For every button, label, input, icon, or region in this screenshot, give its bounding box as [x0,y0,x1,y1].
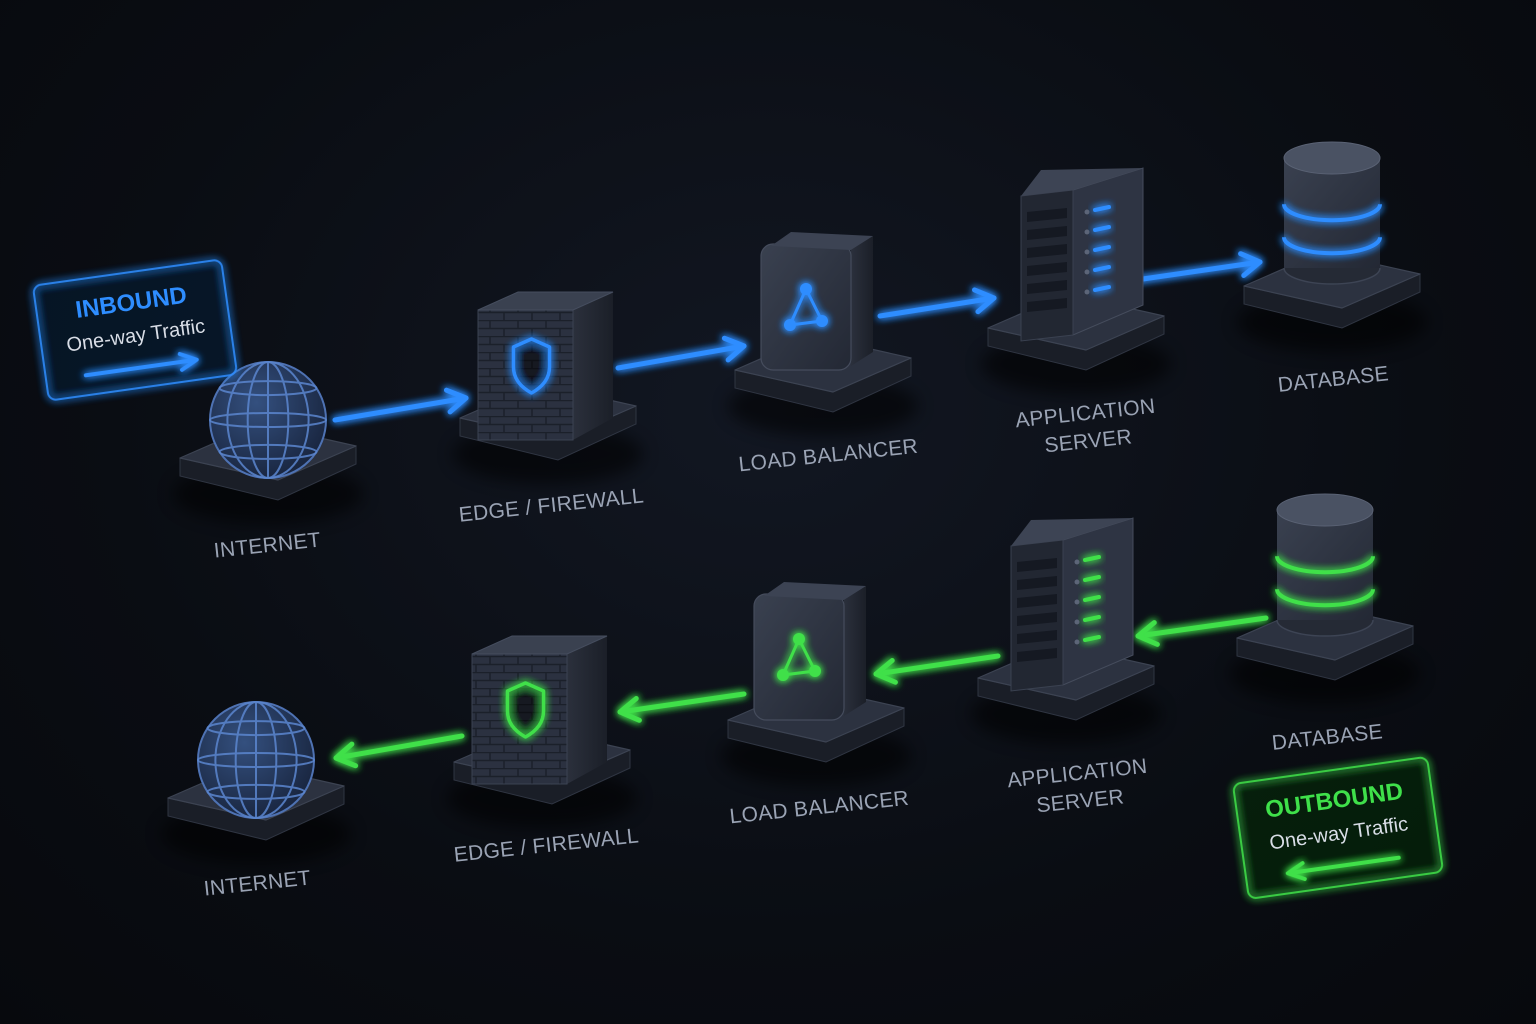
inbound-node-firewall [453,291,643,484]
label-line: APPLICATION [1014,395,1156,433]
inbound-legend-arrow [83,352,199,378]
inbound-node-firewall-label: EDGE / FIREWALL [458,484,645,526]
load-balancer-icon [784,283,828,331]
outbound-arrow-4 [1135,615,1269,647]
outbound-legend-arrow [1285,855,1401,881]
server-icon [1020,167,1144,342]
inbound-node-database [1237,141,1427,352]
database-icon [1275,555,1375,608]
inbound-legend: INBOUND One-way Traffic [32,259,238,401]
outbound-arrow-2 [617,691,747,723]
inbound-node-globe [173,361,363,524]
outbound-arrow-3 [873,653,1001,685]
outbound-node-database-label: DATABASE [1271,720,1384,755]
outbound-node-firewall-label: EDGE / FIREWALL [453,824,640,866]
label-line: INTERNET [213,528,322,562]
label-line: EDGE / FIREWALL [453,824,640,866]
label-line: SERVER [1035,785,1125,817]
inbound-node-server [981,167,1171,394]
inbound-node-server-label: APPLICATIONSERVER [1014,395,1159,460]
label-line: LOAD BALANCER [738,435,920,477]
inbound-arrow-2 [615,335,747,371]
server-icon [1010,517,1134,692]
label-line: INTERNET [203,866,312,900]
label-line: DATABASE [1277,362,1390,397]
label-line: EDGE / FIREWALL [458,484,645,526]
load-balancer-icon [753,582,866,721]
database-icon [1282,141,1382,285]
outbound-node-server-label: APPLICATIONSERVER [1006,755,1151,820]
inbound-arrow-1 [332,387,469,423]
load-balancer-icon [760,232,873,371]
globe-icon [197,701,315,819]
load-balancer-icon [777,633,821,681]
firewall-icon [477,291,614,441]
inbound-legend-box [32,259,238,401]
firewall-icon [471,635,608,785]
inbound-node-loadbalancer [728,232,918,436]
inbound-node-loadbalancer-label: LOAD BALANCER [738,435,920,477]
server-icon [1093,205,1111,292]
database-icon [1275,493,1375,637]
outbound-node-loadbalancer [721,582,911,786]
globe-icon [209,361,327,479]
shield-icon [505,681,546,739]
inbound-arrow-4 [1133,251,1263,283]
outbound-legend: OUTBOUND One-way Traffic [1232,756,1444,899]
label-line: APPLICATION [1006,755,1148,793]
label-line: DATABASE [1271,720,1384,755]
outbound-node-database [1230,493,1420,704]
outbound-node-server [971,517,1161,744]
database-icon [1282,203,1382,256]
arrows-layer [332,251,1269,769]
inbound-node-globe-label: INTERNET [213,528,322,562]
label-line: LOAD BALANCER [729,787,911,829]
shield-icon [511,337,552,395]
outbound-node-firewall [447,635,637,828]
outbound-node-globe-label: INTERNET [203,866,312,900]
outbound-legend-box [1232,756,1444,899]
outbound-node-globe [161,701,351,864]
inbound-arrow-3 [877,287,997,319]
outbound-arrow-1 [333,733,465,769]
nodes-layer [161,141,1427,864]
outbound-node-loadbalancer-label: LOAD BALANCER [729,787,911,829]
inbound-node-database-label: DATABASE [1277,362,1390,397]
label-line: SERVER [1043,425,1133,457]
server-icon [1083,555,1101,642]
